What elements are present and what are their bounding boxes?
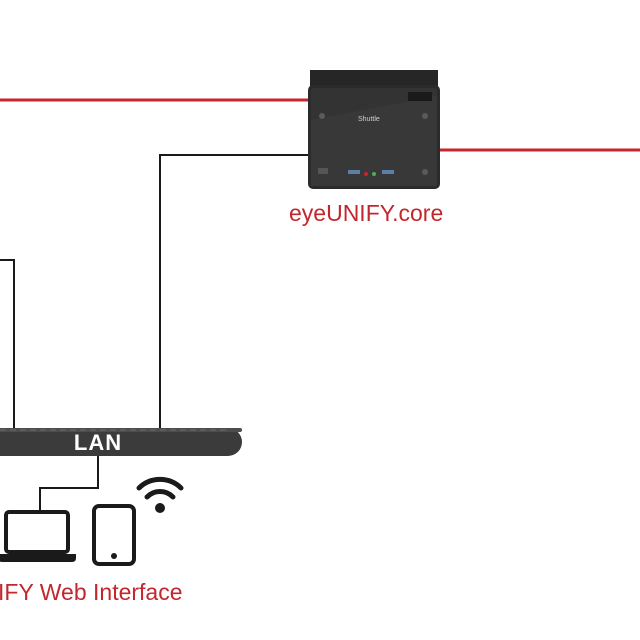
wifi-icon: [136, 476, 184, 513]
black-link-left-to-lan: [0, 259, 15, 428]
black-link-server-to-lan: [159, 154, 308, 428]
laptop-icon: [0, 510, 76, 562]
smartphone-icon: [92, 504, 136, 566]
black-link-lan-to-laptop: [39, 456, 99, 512]
server-label: eyeUNIFY.core: [289, 200, 443, 226]
lan-label: LAN: [74, 430, 122, 455]
lan-bar[interactable]: LAN: [0, 428, 242, 456]
web-interface-label: IFY Web Interface: [0, 579, 183, 605]
server-device: Shuttle: [308, 70, 440, 189]
server-brand-label: Shuttle: [358, 116, 380, 123]
